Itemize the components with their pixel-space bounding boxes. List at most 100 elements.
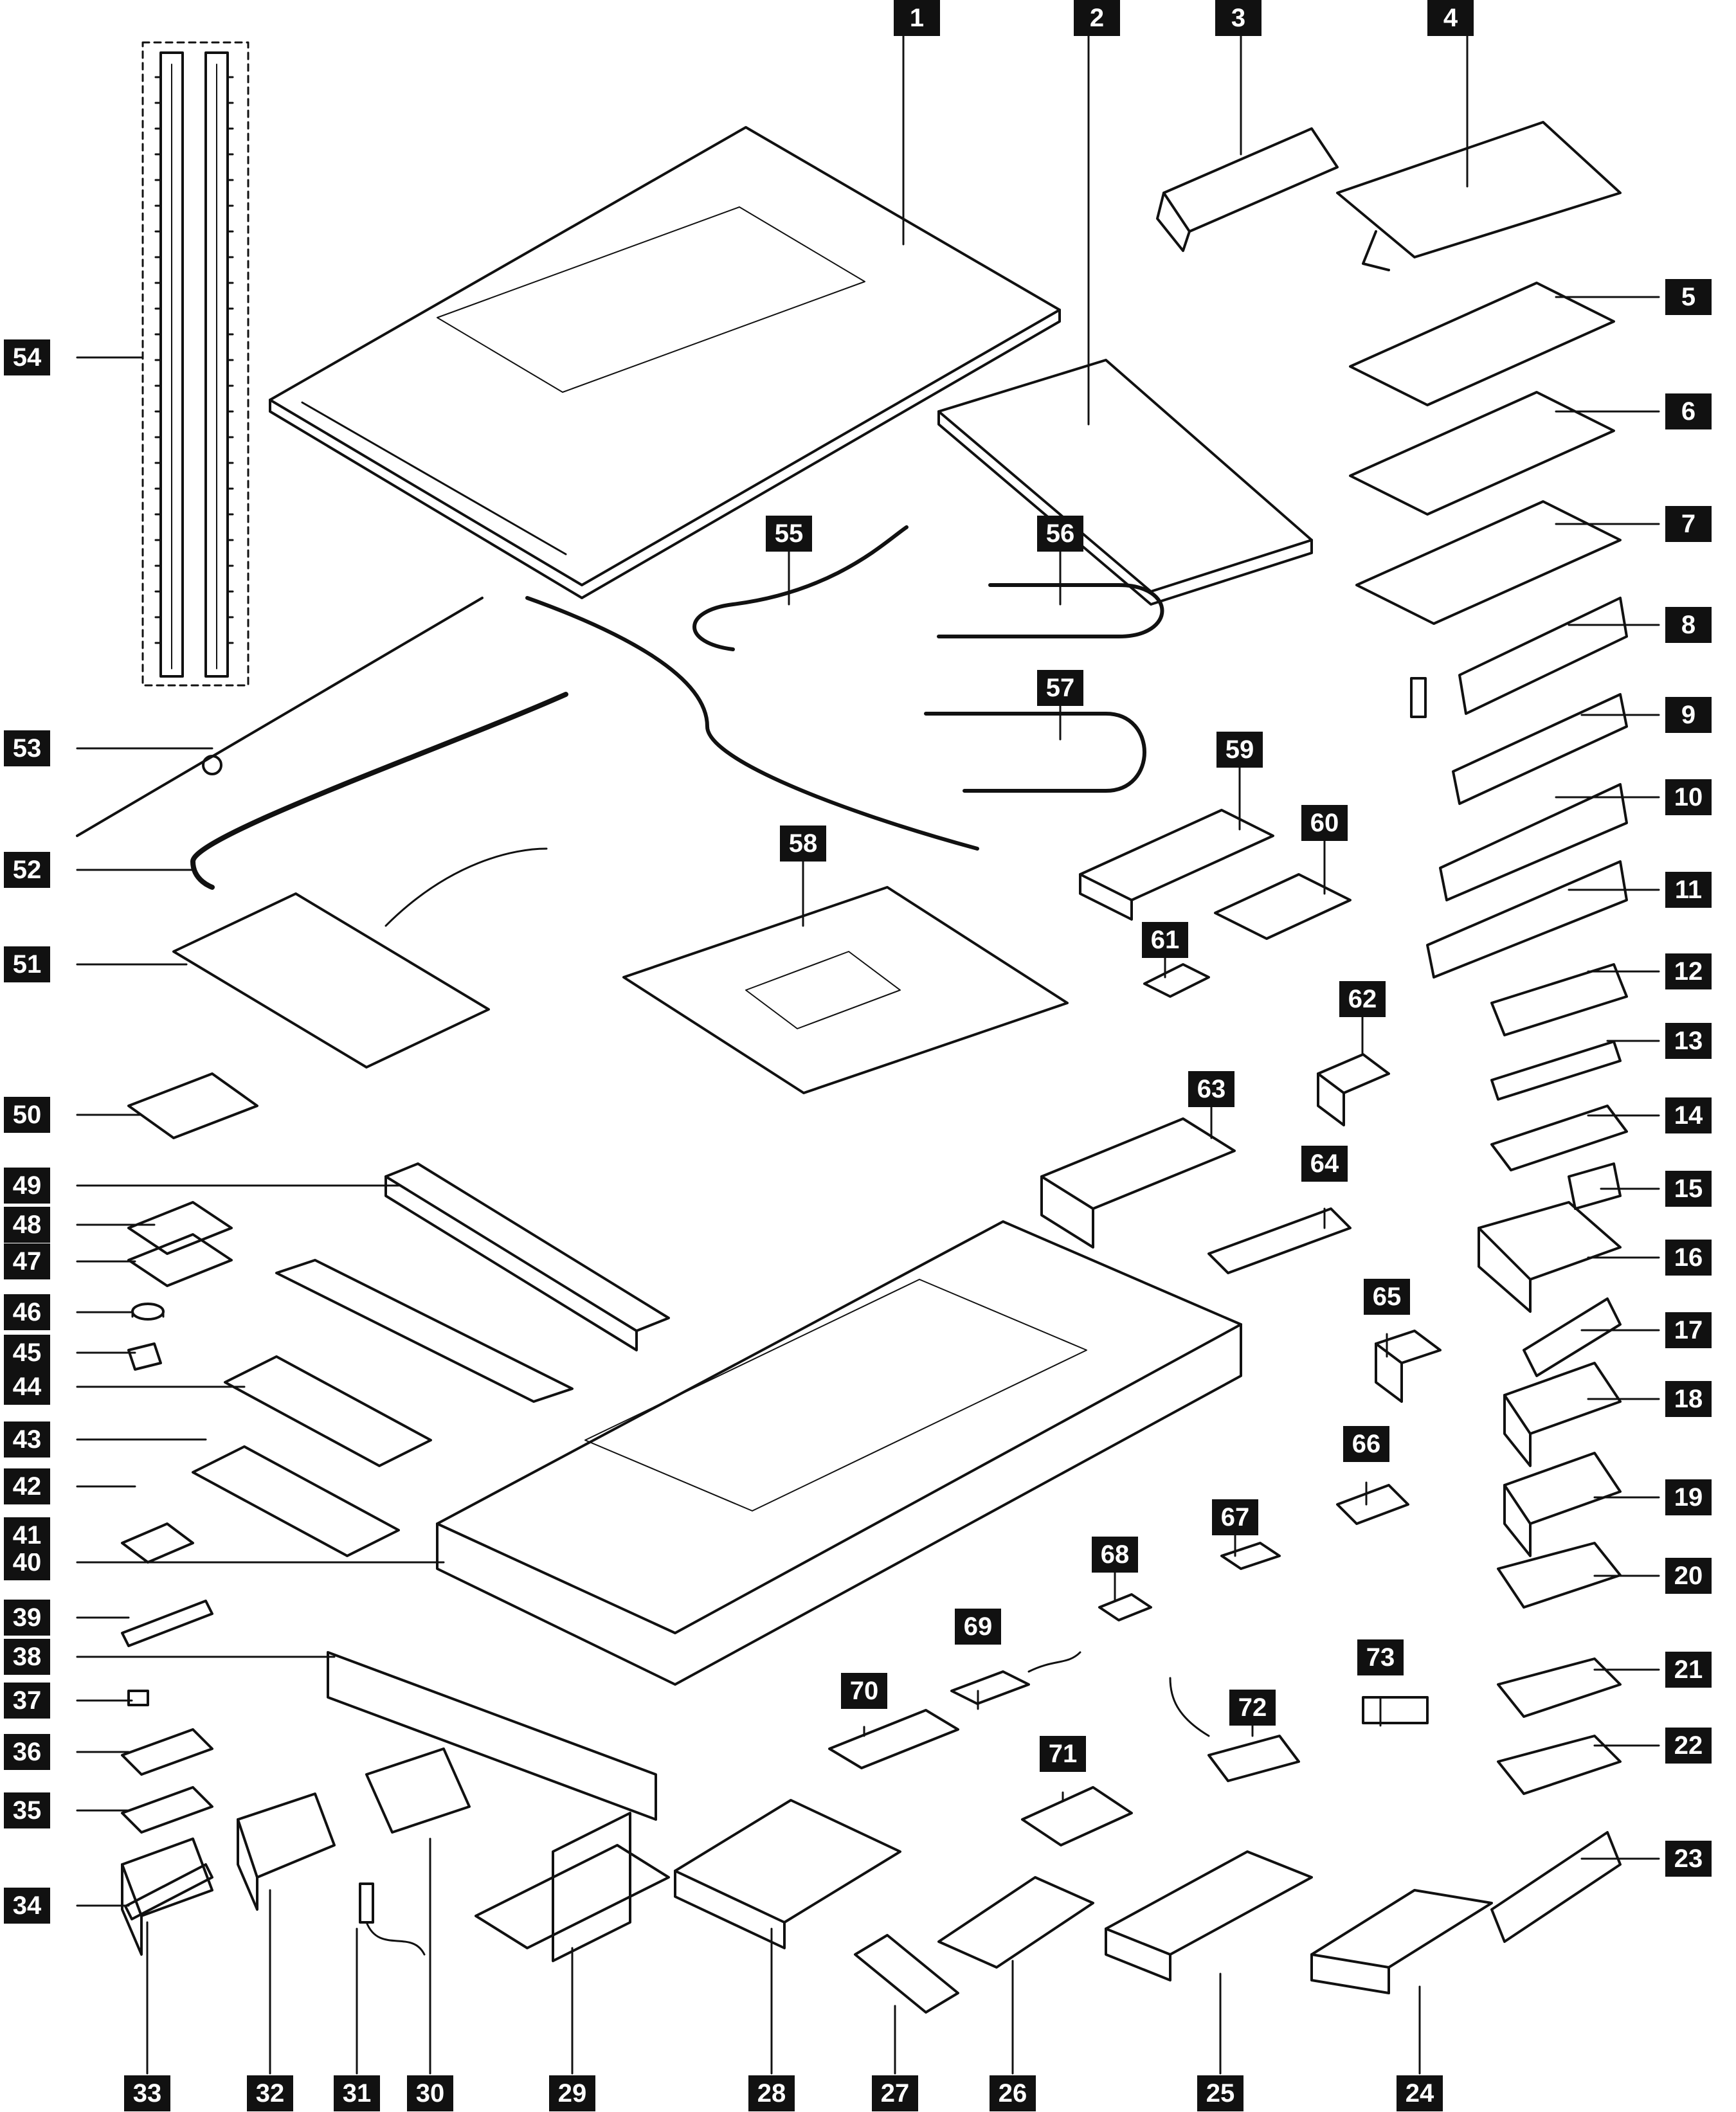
part-16-drive-cage bbox=[1478, 1201, 1622, 1313]
callout-19: 19 bbox=[1665, 1479, 1712, 1515]
callout-59: 59 bbox=[1216, 732, 1263, 768]
callout-51: 51 bbox=[4, 946, 50, 982]
callout-7: 7 bbox=[1665, 506, 1712, 542]
callout-5: 5 bbox=[1665, 279, 1712, 315]
part-64-adapter bbox=[1207, 1207, 1352, 1274]
part-9-riser-card bbox=[1452, 693, 1628, 805]
part-57-hose bbox=[924, 712, 1146, 793]
callout-53: 53 bbox=[4, 730, 50, 766]
callout-52: 52 bbox=[4, 852, 50, 888]
part-44-clip bbox=[127, 1342, 162, 1371]
callout-58: 58 bbox=[780, 826, 826, 862]
part-3-riser-cage bbox=[1156, 127, 1339, 252]
part-66-io-module bbox=[1336, 1484, 1409, 1525]
part-70-bracket bbox=[828, 1709, 959, 1769]
part-61-board bbox=[1143, 963, 1210, 998]
part-14-m2-adapter bbox=[1490, 1105, 1628, 1171]
part-6-riser-cage bbox=[1349, 391, 1615, 516]
callout-26: 26 bbox=[990, 2075, 1036, 2111]
part-32-fan bbox=[237, 1792, 336, 1911]
callout-2: 2 bbox=[1074, 0, 1120, 36]
part-69-wireless-module bbox=[950, 1651, 1081, 1705]
part-25-drive-cage bbox=[1105, 1850, 1313, 1981]
callout-56: 56 bbox=[1037, 516, 1083, 552]
part-45-cmos-battery bbox=[131, 1303, 165, 1321]
part-23-rear-board bbox=[1490, 1831, 1622, 1943]
callout-43: 43 bbox=[4, 1422, 50, 1458]
callout-69: 69 bbox=[955, 1609, 1001, 1645]
part-31-intrusion-switch bbox=[359, 1882, 426, 1956]
part-33-fan bbox=[121, 1837, 213, 1956]
part-10-riser-card bbox=[1439, 783, 1628, 901]
callout-71: 71 bbox=[1040, 1736, 1086, 1772]
part-51-cold-plate-assembly bbox=[172, 847, 548, 1069]
callout-48: 48 bbox=[4, 1207, 50, 1243]
callout-30: 30 bbox=[407, 2075, 453, 2111]
part-63-power-supply bbox=[1040, 1117, 1236, 1249]
callout-57: 57 bbox=[1037, 670, 1083, 706]
callout-27: 27 bbox=[872, 2075, 918, 2111]
leader-lines bbox=[76, 35, 1660, 2075]
part-4-riser-cage bbox=[1336, 121, 1622, 271]
callout-62: 62 bbox=[1339, 981, 1386, 1017]
part-21-filler bbox=[1497, 1657, 1622, 1718]
callout-29: 29 bbox=[549, 2075, 595, 2111]
callout-8: 8 bbox=[1665, 607, 1712, 643]
part-7-riser-cage bbox=[1355, 500, 1622, 625]
part-65-io-module bbox=[1375, 1330, 1442, 1403]
part-28-drive-cage bbox=[674, 1799, 901, 1949]
callout-63: 63 bbox=[1188, 1071, 1234, 1107]
part-68-module bbox=[1098, 1593, 1152, 1621]
part-72-battery bbox=[1169, 1677, 1300, 1782]
part-2-air-baffle bbox=[937, 359, 1313, 606]
callout-44: 44 bbox=[4, 1369, 50, 1405]
part-40-chassis bbox=[436, 1220, 1242, 1686]
part-42-m2-board bbox=[192, 1445, 400, 1557]
part-22-filler bbox=[1497, 1735, 1622, 1795]
callout-54: 54 bbox=[4, 339, 50, 375]
part-24-drive bbox=[1310, 1889, 1493, 1994]
callout-24: 24 bbox=[1397, 2075, 1443, 2111]
callout-32: 32 bbox=[247, 2075, 293, 2111]
part-8-riser-card bbox=[1410, 597, 1628, 718]
part-47-heatsink-base bbox=[127, 1233, 233, 1287]
callout-21: 21 bbox=[1665, 1652, 1712, 1688]
callout-55: 55 bbox=[766, 516, 812, 552]
part-50-heatsink bbox=[127, 1072, 258, 1139]
callout-72: 72 bbox=[1229, 1690, 1276, 1726]
callout-25: 25 bbox=[1197, 2075, 1243, 2111]
part-73-label bbox=[1362, 1696, 1429, 1724]
callout-64: 64 bbox=[1301, 1146, 1348, 1182]
part-59-pcie-adapter bbox=[1079, 809, 1274, 921]
part-62-drive-cage bbox=[1317, 1053, 1390, 1126]
callout-13: 13 bbox=[1665, 1023, 1712, 1059]
callout-9: 9 bbox=[1665, 697, 1712, 733]
part-19-drive-cage bbox=[1503, 1452, 1622, 1557]
callout-66: 66 bbox=[1343, 1426, 1389, 1462]
callout-4: 4 bbox=[1427, 0, 1474, 36]
callout-42: 42 bbox=[4, 1468, 50, 1504]
callout-31: 31 bbox=[334, 2075, 380, 2111]
callout-22: 22 bbox=[1665, 1728, 1712, 1764]
callout-10: 10 bbox=[1665, 779, 1712, 815]
part-48-heatsink bbox=[127, 1201, 233, 1255]
callout-39: 39 bbox=[4, 1600, 50, 1636]
part-39-m2-drive bbox=[121, 1600, 213, 1647]
callout-73: 73 bbox=[1357, 1639, 1404, 1675]
callout-34: 34 bbox=[4, 1888, 50, 1924]
callout-68: 68 bbox=[1092, 1537, 1138, 1573]
part-67-module bbox=[1220, 1542, 1281, 1570]
part-1-top-cover bbox=[269, 126, 1061, 599]
part-41-processor bbox=[121, 1522, 194, 1564]
part-56-hose bbox=[937, 583, 1164, 638]
part-52-hose bbox=[190, 596, 979, 890]
callout-46: 46 bbox=[4, 1294, 50, 1330]
callout-18: 18 bbox=[1665, 1381, 1712, 1417]
callout-20: 20 bbox=[1665, 1558, 1712, 1594]
callout-67: 67 bbox=[1212, 1499, 1258, 1535]
part-35-filler bbox=[121, 1786, 213, 1834]
callout-3: 3 bbox=[1215, 0, 1261, 36]
part-43-m2-board bbox=[224, 1355, 432, 1467]
callout-47: 47 bbox=[4, 1243, 50, 1279]
part-38-front-bezel bbox=[327, 1651, 657, 1821]
